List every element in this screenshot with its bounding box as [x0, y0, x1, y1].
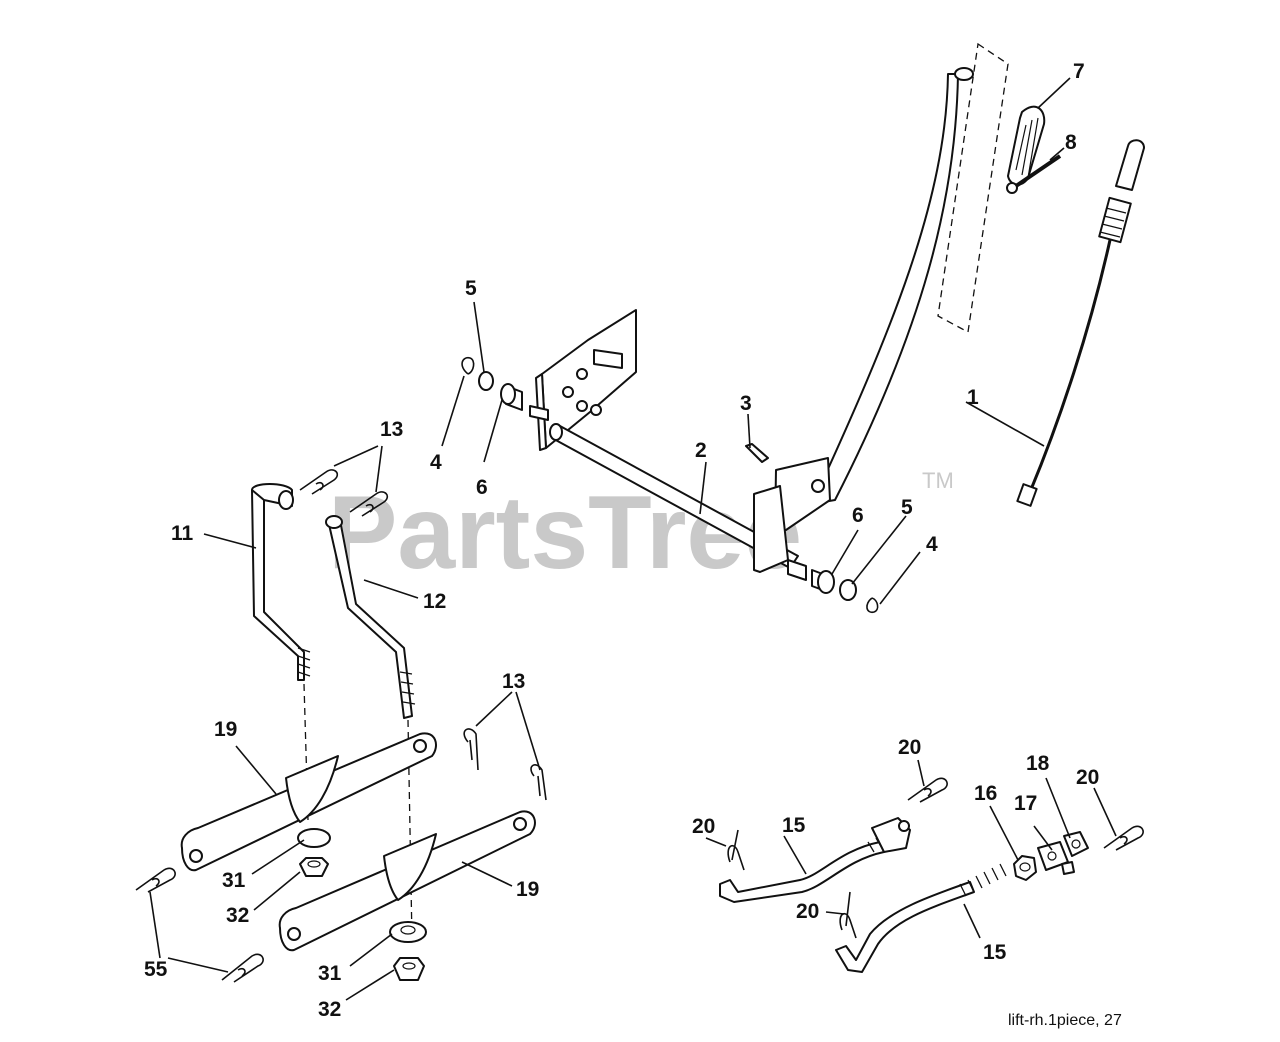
callout-15-lower: 15 — [983, 941, 1007, 964]
callout-5-left: 5 — [465, 277, 477, 300]
adjust-rod-upper — [719, 817, 911, 903]
hair-pin-top-1 — [299, 469, 339, 495]
e-clip-right — [866, 597, 879, 614]
callout-20-b: 20 — [692, 815, 715, 838]
bushing-right — [811, 569, 835, 594]
trunnion — [1037, 841, 1075, 875]
lift-arm-lower — [278, 810, 536, 952]
washer-left — [478, 371, 494, 391]
callout-20-c: 20 — [796, 900, 819, 923]
callout-labels: 1 2 3 4 4 5 5 6 6 7 8 11 12 13 13 15 15 … — [144, 60, 1099, 1021]
callout-4-left: 4 — [430, 451, 442, 474]
leader-lines — [149, 77, 1117, 1001]
lift-arm-upper — [180, 732, 437, 872]
nut-upper — [299, 857, 329, 877]
adjust-rod-lower — [835, 863, 1007, 973]
callout-11: 11 — [171, 522, 194, 545]
callout-6-right: 6 — [852, 504, 864, 527]
spacer-upper — [297, 828, 331, 848]
lift-link-right — [325, 515, 416, 719]
watermark: PartsTree — [328, 475, 802, 591]
callout-19-upper: 19 — [214, 718, 237, 741]
nut-lower — [393, 957, 425, 981]
hair-pin-top-2 — [349, 491, 389, 517]
grip-pin — [1006, 154, 1062, 194]
pivot-block — [1063, 831, 1089, 857]
callout-32-lower: 32 — [318, 998, 341, 1021]
lift-link-left — [251, 483, 311, 681]
diagram-code: lift-rh.1piece, 27 — [1008, 1012, 1122, 1029]
callout-31-lower: 31 — [318, 962, 342, 985]
watermark-trademark: TM — [922, 468, 954, 493]
nut — [1013, 855, 1037, 881]
callout-31-upper: 31 — [222, 869, 246, 892]
callout-20-d: 20 — [1076, 766, 1099, 789]
callout-55: 55 — [144, 958, 168, 981]
callout-1: 1 — [967, 386, 979, 409]
callout-16: 16 — [974, 782, 997, 805]
callout-5-right: 5 — [901, 496, 913, 519]
callout-6-left: 6 — [476, 476, 488, 499]
lift-shaft — [529, 405, 807, 581]
hair-pin-lower-2 — [530, 764, 547, 801]
callout-19-lower: 19 — [516, 878, 539, 901]
clip-20-c — [839, 891, 857, 939]
e-clip-left — [461, 356, 475, 375]
spacer-lower — [389, 921, 427, 943]
clip-20-d — [1103, 825, 1144, 851]
lift-cable — [1016, 139, 1145, 507]
callout-18: 18 — [1026, 752, 1050, 775]
callout-8: 8 — [1065, 131, 1077, 154]
callout-2: 2 — [695, 439, 707, 462]
callout-13-top: 13 — [380, 418, 403, 441]
callout-32-upper: 32 — [226, 904, 249, 927]
clip-20-a — [907, 777, 948, 803]
hair-pin-lower-1 — [463, 728, 479, 771]
callout-15-upper: 15 — [782, 814, 806, 837]
callout-7: 7 — [1073, 60, 1085, 83]
callout-4-right: 4 — [926, 533, 938, 556]
callout-13-lower: 13 — [502, 670, 525, 693]
clip-20-b — [727, 829, 745, 871]
callout-12: 12 — [423, 590, 446, 613]
bushing-left — [500, 383, 523, 411]
hair-pin-clip-2 — [221, 953, 264, 983]
handle-phantom-outline — [937, 42, 1009, 334]
washer-right — [839, 579, 857, 601]
callout-20-a: 20 — [898, 736, 921, 759]
lift-handle — [774, 67, 974, 531]
callout-17: 17 — [1014, 792, 1037, 815]
callout-3: 3 — [740, 392, 752, 415]
hair-pin-clip-1 — [135, 867, 176, 893]
lift-handle-grip — [1007, 105, 1046, 186]
